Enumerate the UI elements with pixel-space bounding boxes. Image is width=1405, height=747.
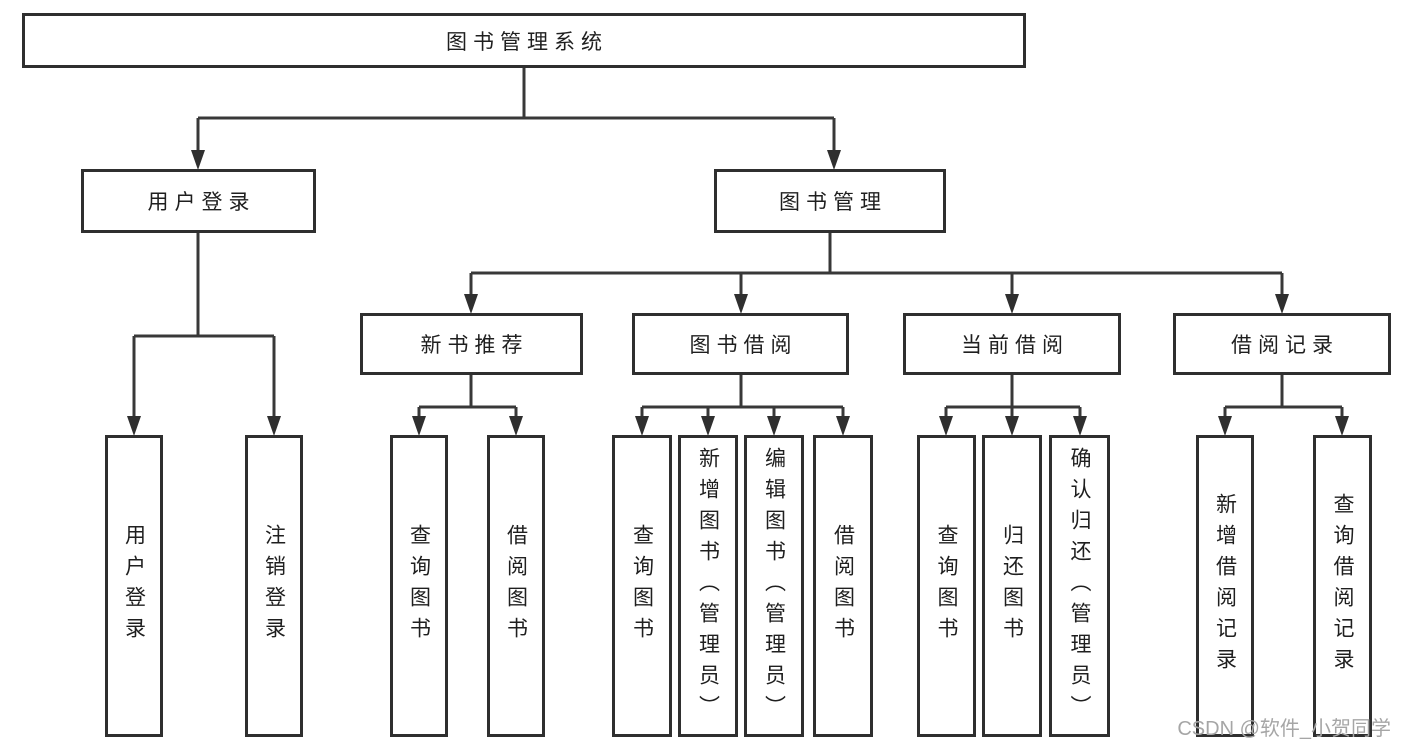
connector-book-management bbox=[469, 233, 1284, 296]
connector-book-borrow bbox=[640, 375, 845, 418]
leaf-user-login: 用户登录 bbox=[105, 435, 163, 737]
connector-new-book-recommend bbox=[417, 375, 518, 418]
arrowhead bbox=[464, 294, 478, 314]
leaf-confirm-return-admin: 确认归还（管理员） bbox=[1049, 435, 1110, 737]
arrowhead bbox=[1005, 294, 1019, 314]
leaf-borrow-books: 借阅图书 bbox=[813, 435, 873, 737]
leaf-query-borrow-record: 查询借阅记录 bbox=[1313, 435, 1372, 737]
arrowhead bbox=[1335, 416, 1349, 436]
arrowhead bbox=[412, 416, 426, 436]
node-new-book-recommend: 新书推荐 bbox=[360, 313, 583, 375]
arrowhead bbox=[127, 416, 141, 436]
arrowhead bbox=[509, 416, 523, 436]
node-user-login: 用户登录 bbox=[81, 169, 316, 233]
leaf-add-borrow-record: 新增借阅记录 bbox=[1196, 435, 1254, 737]
arrowhead bbox=[1073, 416, 1087, 436]
node-book-borrow: 图书借阅 bbox=[632, 313, 849, 375]
connector-borrow-records bbox=[1223, 375, 1344, 418]
leaf-query-books-recommend: 查询图书 bbox=[390, 435, 448, 737]
leaf-borrow-books-recommend: 借阅图书 bbox=[487, 435, 545, 737]
node-current-borrow: 当前借阅 bbox=[903, 313, 1121, 375]
arrowhead bbox=[635, 416, 649, 436]
arrowhead bbox=[767, 416, 781, 436]
leaf-edit-books-admin: 编辑图书（管理员） bbox=[744, 435, 804, 737]
arrowhead bbox=[939, 416, 953, 436]
leaf-return-books: 归还图书 bbox=[982, 435, 1042, 737]
arrowhead bbox=[1218, 416, 1232, 436]
arrowhead bbox=[1275, 294, 1289, 314]
leaf-query-books-borrow: 查询图书 bbox=[612, 435, 672, 737]
arrowhead bbox=[267, 416, 281, 436]
connector-current-borrow bbox=[944, 375, 1082, 418]
leaf-add-books-admin: 新增图书（管理员） bbox=[678, 435, 738, 737]
arrowhead bbox=[734, 294, 748, 314]
connector-user-login bbox=[132, 233, 276, 418]
leaf-logout: 注销登录 bbox=[245, 435, 303, 737]
node-borrow-records: 借阅记录 bbox=[1173, 313, 1391, 375]
arrowhead bbox=[701, 416, 715, 436]
arrowhead bbox=[191, 150, 205, 170]
leaf-query-books-current: 查询图书 bbox=[917, 435, 976, 737]
arrowhead bbox=[827, 150, 841, 170]
arrowhead bbox=[836, 416, 850, 436]
connector-root bbox=[196, 68, 836, 152]
node-library-management-system: 图书管理系统 bbox=[22, 13, 1026, 68]
csdn-watermark: CSDN @软件_小贺同学 bbox=[1177, 718, 1391, 740]
node-book-management: 图书管理 bbox=[714, 169, 946, 233]
arrowhead bbox=[1005, 416, 1019, 436]
